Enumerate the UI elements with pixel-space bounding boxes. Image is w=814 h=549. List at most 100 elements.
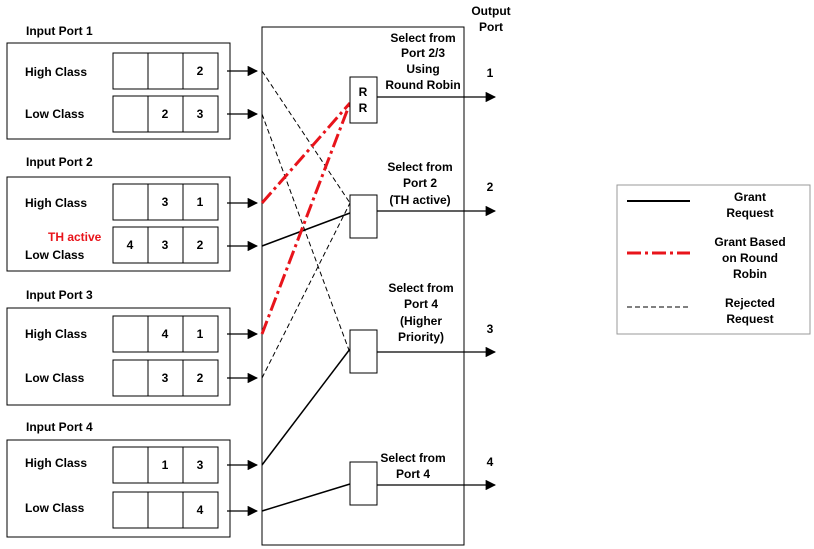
arbiter-label: Select from [388,281,453,295]
queue-cell [182,52,219,90]
legend-frame [616,184,811,335]
queue-cell [182,183,219,221]
queue-cell [147,491,184,529]
th-active-note: TH active [48,230,102,244]
input-port-1: Input Port 1 High Class 2 Low Class 2 3 [6,24,259,140]
output-header-line-1: Output [471,4,510,18]
output-port-number: 4 [487,455,494,469]
output-port-number: 2 [487,180,494,194]
arbiter-label: (TH active) [389,193,450,207]
queue-cell-value: 4 [197,503,204,517]
low-class-label: Low Class [25,371,85,385]
queue-cell [182,226,219,264]
grant-round-robin-line [260,102,352,204]
queue-cell [112,446,149,484]
queue-cell-value: 2 [197,371,204,385]
queue-cell [112,315,149,353]
queue-cell-value: 1 [197,327,204,341]
queue-cell-value: 1 [162,458,169,472]
arbiter-1: Select from Port 2/3 Using Round Robin R… [349,31,497,124]
queue-cell [182,359,219,397]
queue-cell-value: 2 [197,64,204,78]
rejected-request-line [261,202,351,379]
legend: Grant Request Grant Based on Round Robin… [616,184,811,335]
output-port-number: 1 [487,66,494,80]
queue-cell-value: 3 [162,195,169,209]
queue-cell [147,52,184,90]
round-robin-letter: R [359,85,368,99]
legend-label: Request [726,206,773,220]
arbiter-3: Select from Port 4 (Higher Priority) 3 [349,281,497,374]
queue-cell-value: 2 [197,238,204,252]
grant-request-line [261,483,351,512]
arbiter-label: Port 4 [404,297,438,311]
queue-cell [112,95,149,133]
queue-cell [182,446,219,484]
input-port-title: Input Port 2 [26,155,93,169]
legend-label: on Round [722,251,778,265]
arbiter-label: Select from [387,160,452,174]
arbiter-2: Select from Port 2 (TH active) 2 [349,160,497,239]
high-class-label: High Class [25,456,87,470]
round-robin-letter: R [359,101,368,115]
output-header-line-2: Port [479,20,503,34]
grant-round-robin-line [260,102,352,335]
queue-cell [182,315,219,353]
queue-cell-value: 2 [162,107,169,121]
arbiter-label: Round Robin [385,78,460,92]
arbiter-label: Priority) [398,330,444,344]
queue-cell-value: 4 [162,327,169,341]
selector-box [349,194,378,239]
arbiter-label: Port 4 [396,467,430,481]
high-class-label: High Class [25,196,87,210]
legend-label: Request [726,312,773,326]
input-port-title: Input Port 1 [26,24,93,38]
arbiter-label: Select from [390,31,455,45]
input-port-frame [6,176,231,272]
grant-request-line [261,348,351,466]
input-port-4: Input Port 4 High Class 1 3 Low Class 4 [6,420,259,538]
switch-fabric-box [261,26,465,546]
rejected-request-line [261,113,351,354]
input-port-frame [6,439,231,538]
high-class-label: High Class [25,327,87,341]
selector-box [349,461,378,506]
input-port-frame [6,42,231,140]
input-port-title: Input Port 3 [26,288,93,302]
arbiter-label: Select from [380,451,445,465]
rejected-request-line [261,70,351,204]
input-port-3: Input Port 3 High Class 4 1 Low Class 3 … [6,288,259,406]
round-robin-box [349,76,378,124]
legend-label: Grant [734,190,766,204]
output-port-number: 3 [487,322,494,336]
arbiter-label: (Higher [400,314,442,328]
low-class-label: Low Class [25,107,85,121]
queue-cell-value: 1 [197,195,204,209]
input-port-2: Input Port 2 High Class 3 1 TH active Lo… [6,155,259,272]
arbiter-label: Port 2/3 [401,46,445,60]
arbiter-label: Using [406,62,439,76]
queue-cell [112,491,149,529]
queue-cell-value: 3 [162,238,169,252]
queue-cell [112,52,149,90]
queue-cell [112,183,149,221]
legend-label: Rejected [725,296,775,310]
queue-cell-value: 3 [197,458,204,472]
legend-label: Robin [733,267,767,281]
low-class-label: Low Class [25,248,85,262]
arbiter-4: Select from Port 4 4 [349,451,497,506]
queue-cell [182,491,219,529]
high-class-label: High Class [25,65,87,79]
input-port-title: Input Port 4 [26,420,93,434]
queue-cell-value: 3 [162,371,169,385]
selector-box [349,329,378,374]
queue-cell-value: 3 [197,107,204,121]
arbiter-label: Port 2 [403,176,437,190]
queue-cell-value: 4 [127,238,134,252]
grant-request-line [261,212,351,247]
input-port-frame [6,307,231,406]
legend-label: Grant Based [714,235,785,249]
queue-cell [112,359,149,397]
low-class-label: Low Class [25,501,85,515]
